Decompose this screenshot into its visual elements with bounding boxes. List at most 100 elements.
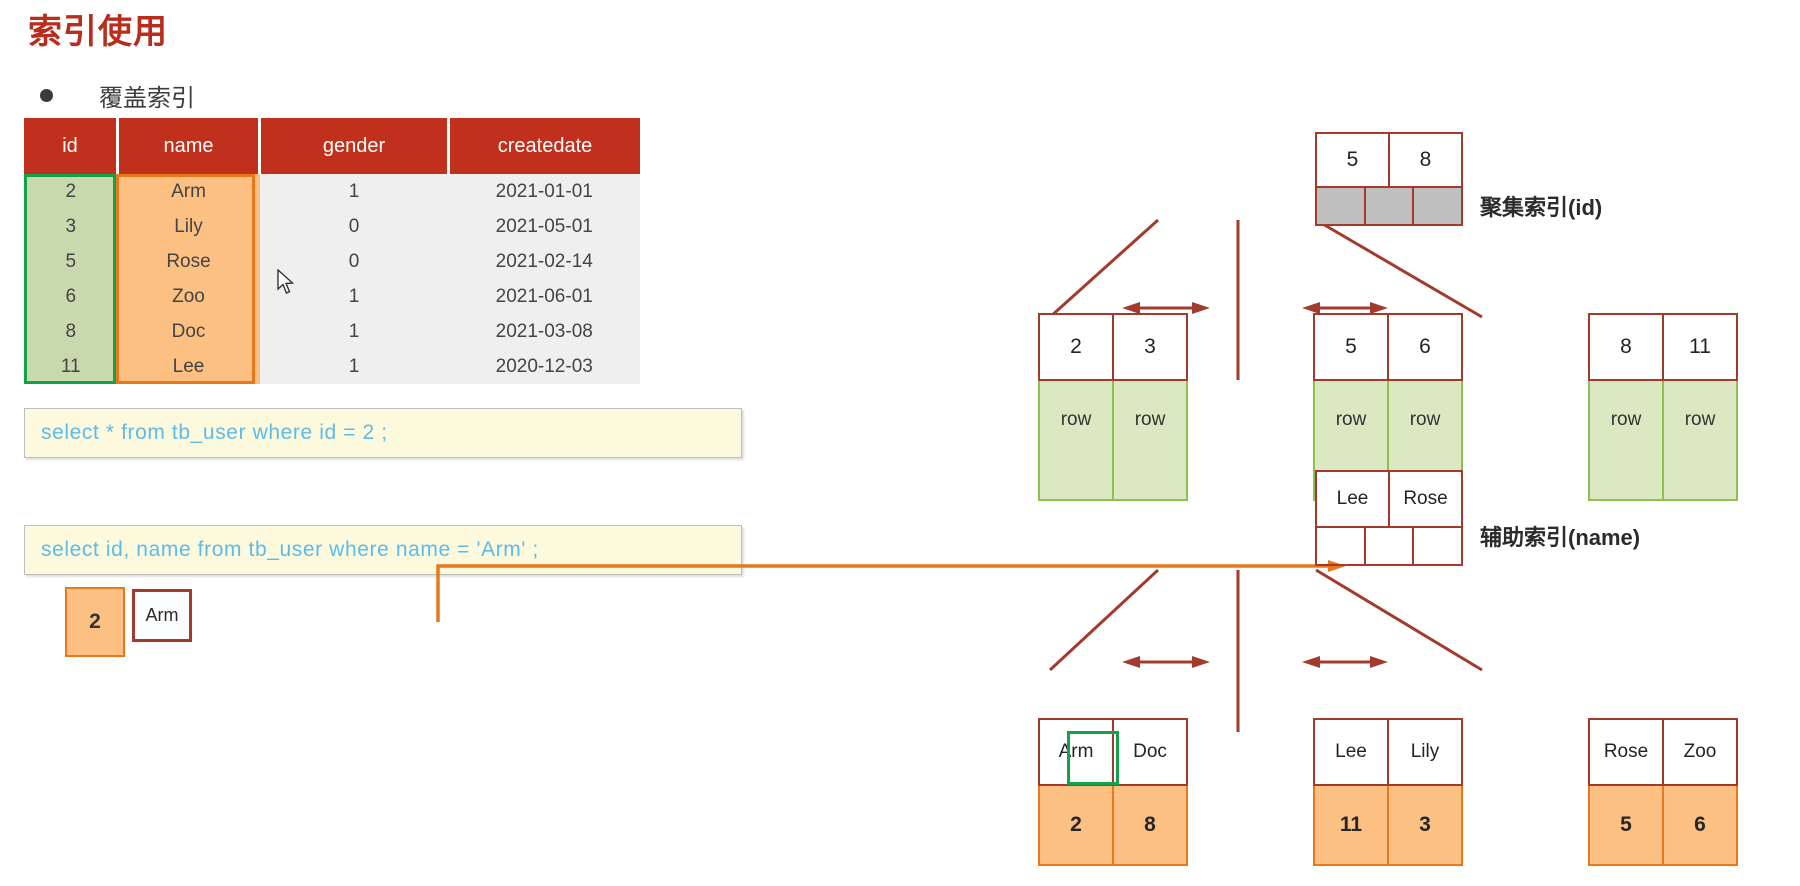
cell-createdate: 2020-12-03: [448, 349, 640, 384]
clustered-leaf-key: 3: [1144, 335, 1156, 358]
secondary-root-key: Rose: [1403, 488, 1448, 509]
mouse-cursor-icon: [277, 269, 295, 294]
clustered-root-pointer: [1317, 188, 1366, 224]
secondary-leaf-keys: Rose Zoo: [1588, 718, 1738, 786]
clustered-index-label: 聚集索引(id): [1480, 195, 1603, 220]
clustered-leaf-row: row: [1590, 381, 1664, 499]
secondary-index-label: 辅助索引(name): [1480, 525, 1641, 550]
secondary-leaf-keys: Arm Doc: [1038, 718, 1188, 786]
secondary-leaf-value: 5: [1590, 786, 1664, 864]
bullet-row: 覆盖索引: [40, 78, 195, 113]
table-row: 3 Lily 0 2021-05-01: [24, 209, 640, 244]
sql-query-text: select * from tb_user where id = 2 ;: [41, 421, 388, 444]
secondary-leaf-value: 2: [1040, 786, 1114, 864]
table-header-row: id name gender createdate: [24, 118, 640, 174]
sql-query-text: select id, name from tb_user where name …: [41, 538, 539, 561]
clustered-root-pointers: [1315, 188, 1463, 226]
secondary-leaf-values: 2 8: [1038, 786, 1188, 866]
secondary-leaf-node-3: Rose Zoo 5 6: [1588, 718, 1738, 866]
cell-gender: 1: [259, 349, 449, 384]
table-row: 8 Doc 1 2021-03-08: [24, 314, 640, 349]
clustered-leaf-rows: row row: [1038, 381, 1188, 501]
cell-name: Doc: [117, 314, 260, 349]
cell-id: 3: [24, 209, 118, 244]
cell-gender: 0: [259, 244, 449, 279]
cell-name: Arm: [117, 174, 260, 209]
cell-createdate: 2021-03-08: [448, 314, 640, 349]
cell-createdate: 2021-05-01: [448, 209, 640, 244]
orange-connector-arrow: [436, 560, 1346, 622]
secondary-leaf-key: Rose: [1590, 720, 1664, 784]
cell-createdate: 2021-02-14: [448, 244, 640, 279]
clustered-leaf-rows: row row: [1588, 381, 1738, 501]
secondary-root-node: Lee Rose: [1315, 470, 1463, 566]
table-row: 5 Rose 0 2021-02-14: [24, 244, 640, 279]
clustered-leaf-row: row: [1409, 409, 1441, 430]
secondary-root-pointers: [1315, 528, 1463, 566]
clustered-leaf-row: row: [1315, 381, 1389, 499]
secondary-leaf-values: 11 3: [1313, 786, 1463, 866]
cell-gender: 1: [259, 174, 449, 209]
secondary-leaf-key: Lee: [1315, 720, 1389, 784]
secondary-root-keys: Lee Rose: [1315, 470, 1463, 528]
clustered-leaf-keys: 8 11: [1588, 313, 1738, 381]
user-data-table: id name gender createdate 2 Arm 1 2021-0…: [24, 118, 640, 384]
cell-id: 11: [24, 349, 118, 384]
secondary-leaf-values: 5 6: [1588, 786, 1738, 866]
table-row: 2 Arm 1 2021-01-01: [24, 174, 640, 209]
clustered-root-key: 5: [1317, 134, 1390, 186]
column-header-id: id: [24, 118, 119, 174]
cell-gender: 1: [259, 314, 449, 349]
secondary-leaf-value: 3: [1419, 813, 1431, 836]
clustered-root-pointer: [1414, 188, 1462, 224]
result-cell-id: 2: [65, 587, 125, 657]
bullet-dot-icon: [40, 89, 53, 102]
clustered-leaf-node-3: 8 11 row row: [1588, 313, 1738, 501]
secondary-leaf-key: Doc: [1133, 741, 1167, 762]
cell-id: 5: [24, 244, 118, 279]
secondary-root-pointer: [1317, 528, 1366, 564]
cell-name: Lee: [117, 349, 260, 384]
secondary-leaf-node-2: Lee Lily 11 3: [1313, 718, 1463, 866]
cell-name: Lily: [117, 209, 260, 244]
cell-id: 8: [24, 314, 118, 349]
clustered-leaf-node-1: 2 3 row row: [1038, 313, 1188, 501]
secondary-leaf-value: 6: [1694, 813, 1706, 836]
clustered-leaf-key: 6: [1419, 335, 1431, 358]
cell-gender: 0: [259, 209, 449, 244]
result-cell-name: Arm: [132, 589, 192, 642]
clustered-root-pointer: [1365, 188, 1415, 224]
secondary-leaf-value: 11: [1315, 786, 1389, 864]
table-row: 6 Zoo 1 2021-06-01: [24, 279, 640, 314]
clustered-leaf-key: 2: [1040, 315, 1114, 379]
secondary-leaf-key: Zoo: [1683, 741, 1717, 762]
cell-id: 2: [24, 174, 118, 209]
secondary-root-pointer: [1414, 528, 1461, 564]
secondary-leaf-node-1: Arm Doc 2 8: [1038, 718, 1188, 866]
secondary-root-pointer: [1366, 528, 1415, 564]
cell-name: Rose: [117, 244, 260, 279]
page-title: 索引使用: [28, 13, 168, 51]
cell-id: 6: [24, 279, 118, 314]
table-row: 11 Lee 1 2020-12-03: [24, 349, 640, 384]
clustered-leaf-row: row: [1040, 381, 1114, 499]
bullet-label: 覆盖索引: [99, 85, 195, 112]
secondary-leaf-key: Lily: [1410, 741, 1440, 762]
clustered-root-keys: 5 8: [1315, 132, 1463, 188]
secondary-leaf-value: 8: [1144, 813, 1156, 836]
secondary-leaf-key: Arm: [1040, 720, 1114, 784]
clustered-root-node: 5 8: [1315, 132, 1463, 226]
secondary-index-connector-lines: [1048, 568, 1483, 732]
sql-query-box-1: select * from tb_user where id = 2 ;: [24, 408, 742, 458]
clustered-root-key: 8: [1419, 148, 1432, 171]
clustered-leaf-keys: 5 6: [1313, 313, 1463, 381]
cell-createdate: 2021-01-01: [448, 174, 640, 209]
clustered-leaf-row: row: [1134, 409, 1166, 430]
clustered-leaf-keys: 2 3: [1038, 313, 1188, 381]
column-header-name: name: [117, 118, 261, 174]
cell-name: Zoo: [117, 279, 260, 314]
clustered-index-connector-lines: [1048, 218, 1483, 380]
clustered-leaf-key: 8: [1590, 315, 1664, 379]
cell-createdate: 2021-06-01: [448, 279, 640, 314]
column-header-createdate: createdate: [448, 118, 640, 174]
